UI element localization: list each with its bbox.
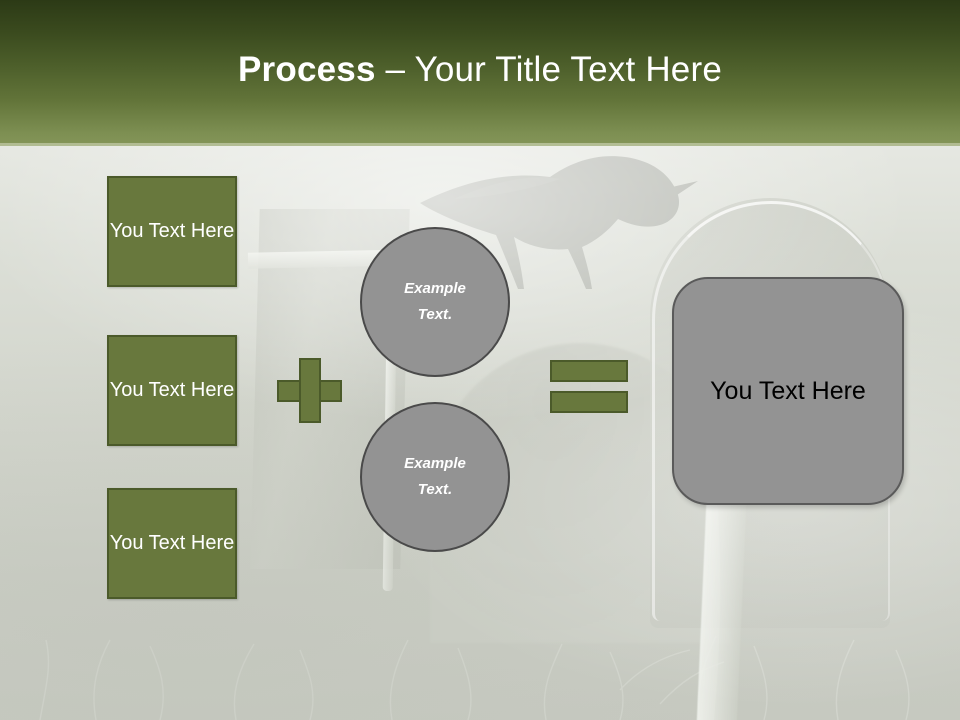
plus-center-fill <box>301 382 318 400</box>
slide-title-strong: Process <box>238 50 376 89</box>
input-box-1-label: You Text Here <box>109 220 235 242</box>
equals-bottom-bar <box>550 391 628 413</box>
result-box[interactable]: You Text Here <box>672 277 904 505</box>
example-circle-1-label-line1: Example <box>404 280 466 297</box>
example-circle-1[interactable]: Example Text. <box>360 227 510 377</box>
example-circle-2-label-line2: Text. <box>417 481 453 498</box>
header-divider <box>0 143 960 146</box>
input-box-1[interactable]: You Text Here <box>107 176 237 287</box>
example-circle-2-label-line1: Example <box>404 455 466 472</box>
equals-sign-icon <box>550 360 628 413</box>
example-circle-1-label-line2: Text. <box>417 306 453 323</box>
slide-header-band <box>0 0 960 143</box>
result-box-label: You Text Here <box>710 376 866 405</box>
slide-title-rest: – Your Title Text Here <box>375 50 722 89</box>
equals-top-bar <box>550 360 628 382</box>
input-box-3-label: You Text Here <box>109 532 235 554</box>
slide-title: Process – Your Title Text Here <box>0 48 960 92</box>
input-box-2[interactable]: You Text Here <box>107 335 237 446</box>
example-circle-2[interactable]: Example Text. <box>360 402 510 552</box>
input-box-3[interactable]: You Text Here <box>107 488 237 599</box>
plus-sign-icon <box>277 358 342 423</box>
input-box-2-label: You Text Here <box>109 379 235 401</box>
